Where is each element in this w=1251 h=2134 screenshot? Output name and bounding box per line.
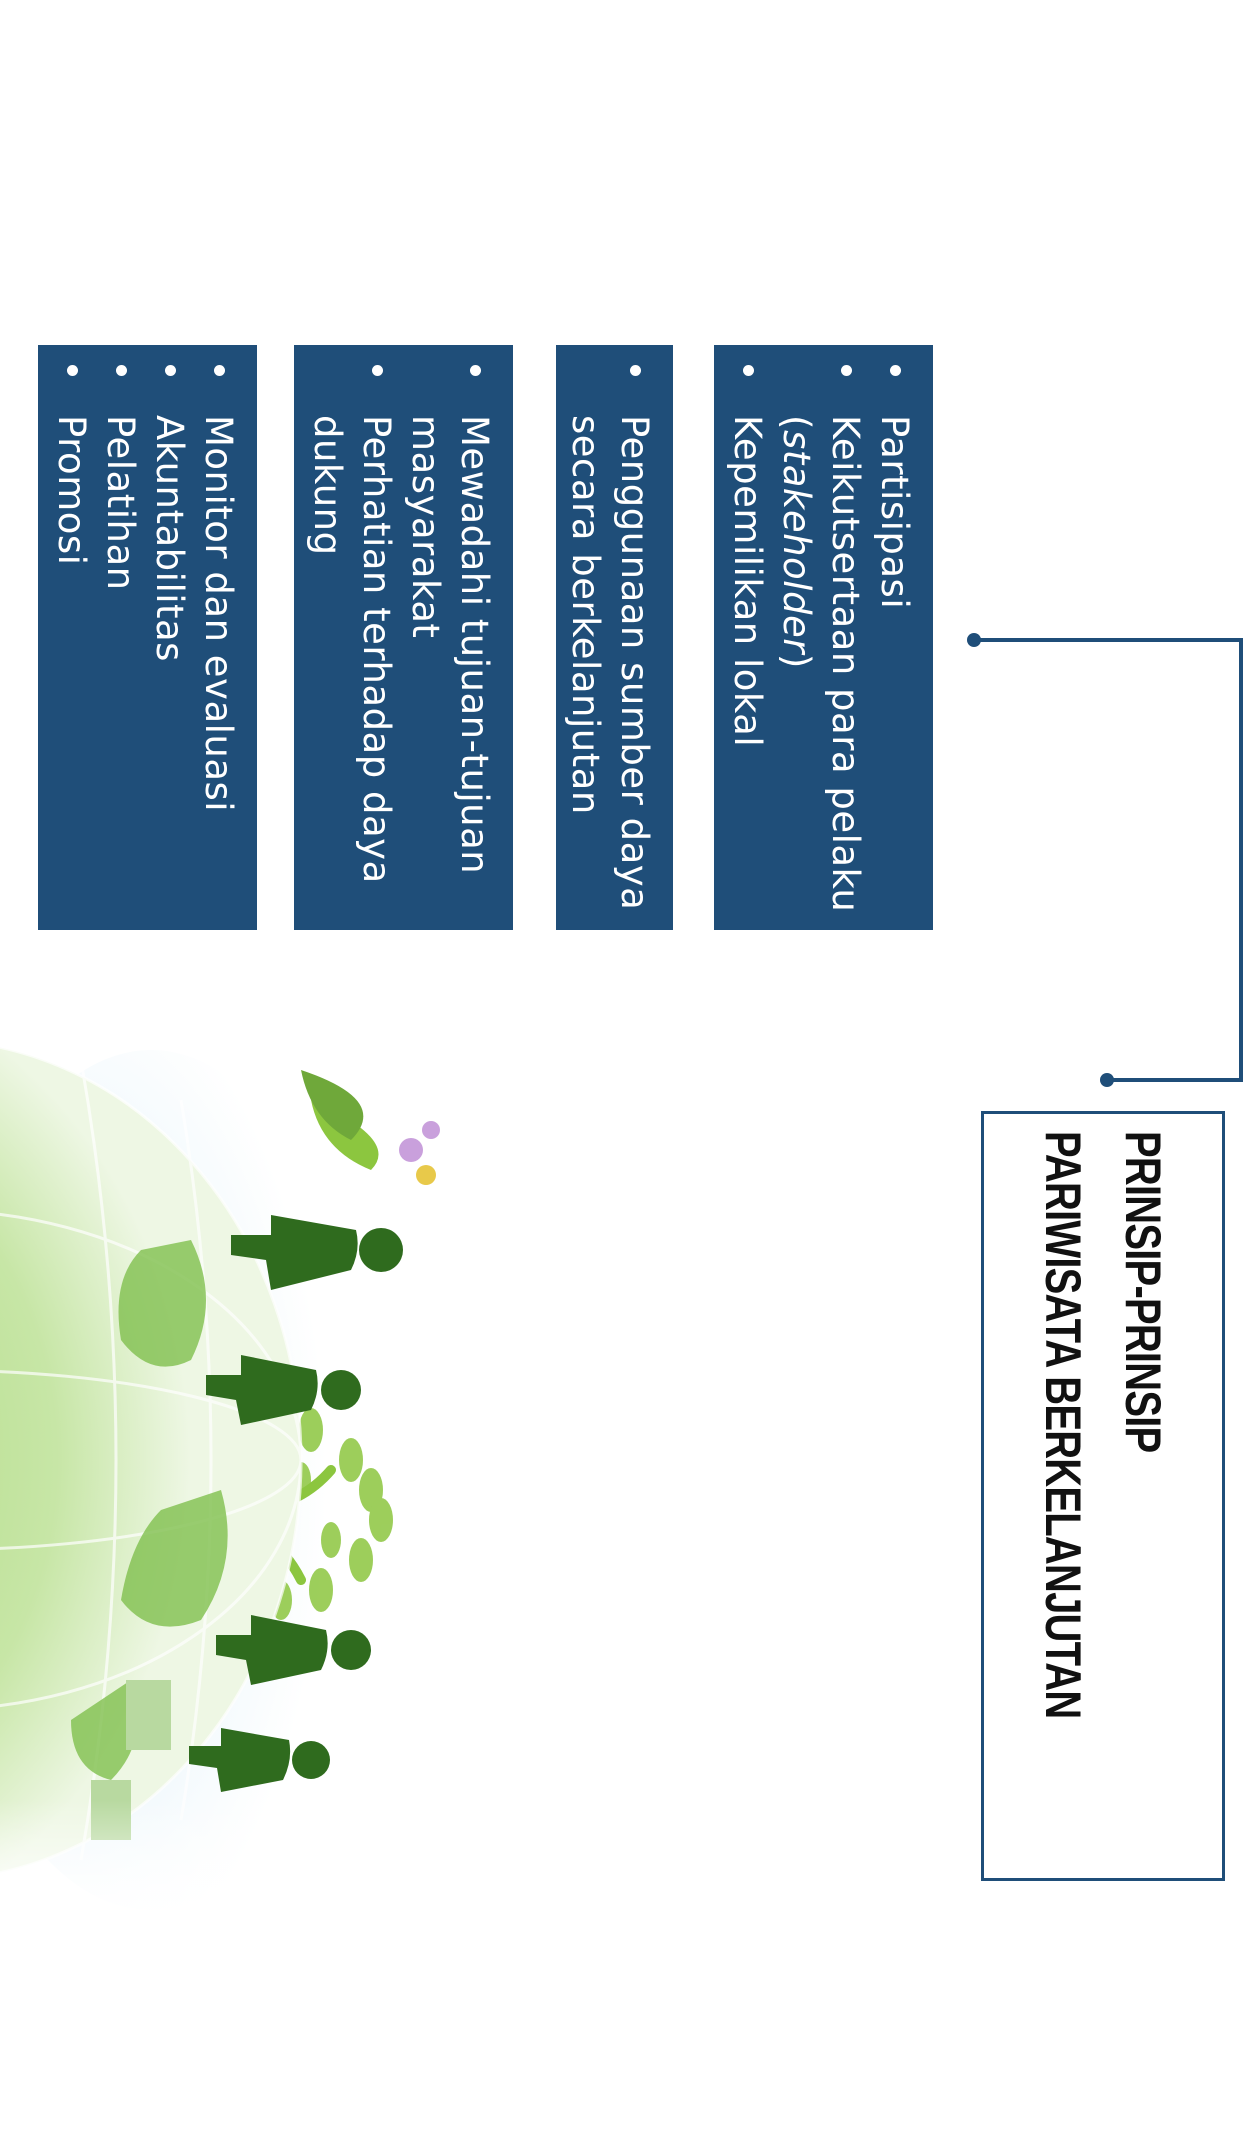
list-item: Penggunaan sumber daya secara berkelanju… [561, 365, 659, 930]
title-box: PRINSIP-PRINSIP PARIWISATA BERKELANJUTAN [981, 1111, 1225, 1881]
list-item: Pelatihan [96, 365, 145, 930]
list-item: Partisipasi [870, 365, 919, 930]
bullet-dot [214, 365, 225, 376]
list-item: Promosi [47, 365, 96, 930]
bullet-dot [372, 365, 383, 376]
bullet-dot [630, 365, 641, 376]
bullet-dot [743, 365, 754, 376]
bullet-dot [841, 365, 852, 376]
title-line-2: PARIWISATA BERKELANJUTAN [1035, 1131, 1091, 1719]
list-item: Akuntabilitas [145, 365, 194, 930]
bullet-dot [890, 365, 901, 376]
connector-start-dot [967, 633, 981, 647]
bullet-dot [165, 365, 176, 376]
principle-box-participation: Partisipasi Keikutsertaan para pelaku (s… [714, 345, 933, 930]
list-item: Perhatian terhadap daya dukung [303, 365, 401, 930]
title-line-1: PRINSIP-PRINSIP [1115, 1131, 1171, 1453]
bullet-dot [470, 365, 481, 376]
principle-box-monitoring: Monitor dan evaluasi Akuntabilitas Pelat… [38, 345, 257, 930]
principle-box-community: Mewadahi tujuan-tujuan masyarakat Perhat… [294, 345, 513, 930]
bullet-dot [116, 365, 127, 376]
continents [71, 1240, 228, 1780]
flowers-icon [301, 1070, 440, 1185]
italic-term: stakeholder [775, 429, 818, 654]
list-item: Keikutsertaan para pelaku (stakeholder) [772, 365, 870, 930]
bullet-dot [67, 365, 78, 376]
green-earth-illustration [0, 1040, 551, 1920]
list-item: Kepemilikan lokal [723, 365, 772, 930]
globe-icon [0, 1040, 301, 1880]
list-item: Mewadahi tujuan-tujuan masyarakat [401, 365, 499, 930]
principle-box-resources: Penggunaan sumber daya secara berkelanju… [556, 345, 673, 930]
people-silhouettes-icon [189, 1215, 403, 1792]
list-item: Monitor dan evaluasi [194, 365, 243, 930]
connector-end-dot [1100, 1073, 1114, 1087]
